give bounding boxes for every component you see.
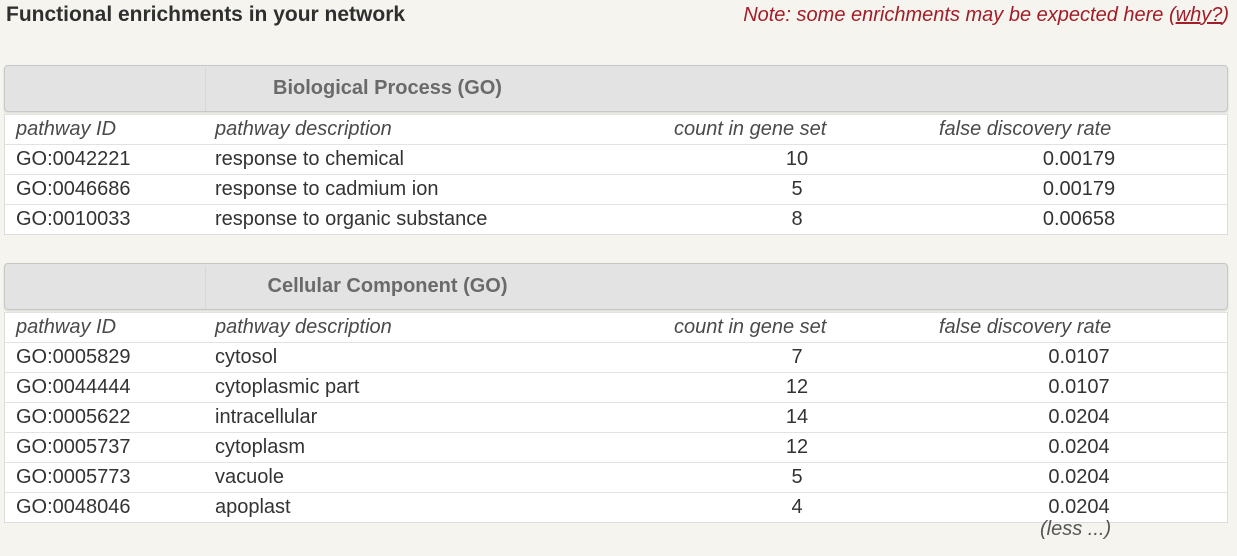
header-divider (205, 68, 206, 111)
page-title: Functional enrichments in your network (6, 3, 406, 26)
column-header-id: pathway ID (16, 118, 117, 140)
note-suffix: ) (1222, 4, 1229, 26)
column-header-description: pathway description (215, 316, 392, 338)
fdr-value: 0.00179 (1042, 178, 1116, 200)
section-header: Biological Process (GO) (4, 65, 1228, 112)
gene-count: 10 (785, 148, 809, 170)
gene-count: 8 (791, 208, 803, 230)
table-row[interactable]: GO:0005829 cytosol 7 0.0107 (5, 342, 1227, 372)
table-row[interactable]: GO:0005773 vacuole 5 0.0204 (5, 462, 1227, 492)
pathway-id[interactable]: GO:0005829 (16, 346, 131, 368)
table-row[interactable]: GO:0044444 cytoplasmic part 12 0.0107 (5, 372, 1227, 402)
section-biological-process: Biological Process (GO) pathway ID pathw… (4, 65, 1228, 235)
pathway-description: cytosol (215, 346, 278, 368)
pathway-description: apoplast (215, 496, 291, 518)
pathway-id[interactable]: GO:0005773 (16, 466, 131, 488)
column-header-fdr: false discovery rate (939, 316, 1112, 338)
gene-count: 5 (791, 178, 803, 200)
column-header-description: pathway description (215, 118, 392, 140)
pathway-id[interactable]: GO:0048046 (16, 496, 131, 518)
pathway-description: response to chemical (215, 148, 404, 170)
pathway-id[interactable]: GO:0005622 (16, 406, 131, 428)
pathway-id[interactable]: GO:0046686 (16, 178, 131, 200)
enrichment-note: Note: some enrichments may be expected h… (743, 4, 1229, 27)
table-row[interactable]: GO:0005622 intracellular 14 0.0204 (5, 402, 1227, 432)
pathway-id[interactable]: GO:0044444 (16, 376, 131, 398)
table-row[interactable]: GO:0005737 cytoplasm 12 0.0204 (5, 432, 1227, 462)
pathway-description: intracellular (215, 406, 318, 428)
section-title: Biological Process (GO) (273, 77, 502, 99)
table-header-row: pathway ID pathway description count in … (5, 114, 1227, 144)
fdr-value: 0.0107 (1048, 346, 1110, 368)
fdr-value: 0.00179 (1042, 148, 1116, 170)
section-cellular-component: Cellular Component (GO) pathway ID pathw… (4, 263, 1228, 523)
table-row[interactable]: GO:0010033 response to organic substance… (5, 204, 1227, 234)
column-header-count: count in gene set (674, 316, 827, 338)
table-header-row: pathway ID pathway description count in … (5, 312, 1227, 342)
pathway-description: response to organic substance (215, 208, 488, 230)
less-link[interactable]: (less ...) (1040, 518, 1112, 540)
fdr-value: 0.0204 (1048, 406, 1110, 428)
gene-count: 4 (791, 496, 803, 518)
section-title: Cellular Component (GO) (267, 275, 508, 297)
gene-count: 14 (785, 406, 809, 428)
why-link[interactable]: why? (1175, 4, 1223, 26)
header-divider (205, 266, 206, 309)
table-row[interactable]: GO:0046686 response to cadmium ion 5 0.0… (5, 174, 1227, 204)
fdr-value: 0.00658 (1042, 208, 1116, 230)
section-header: Cellular Component (GO) (4, 263, 1228, 310)
gene-count: 5 (791, 466, 803, 488)
fdr-value: 0.0107 (1048, 376, 1110, 398)
pathway-id[interactable]: GO:0042221 (16, 148, 131, 170)
pathway-description: response to cadmium ion (215, 178, 439, 200)
column-header-fdr: false discovery rate (939, 118, 1112, 140)
pathway-description: cytoplasmic part (215, 376, 360, 398)
enrichment-table: pathway ID pathway description count in … (4, 114, 1228, 235)
fdr-value: 0.0204 (1048, 496, 1110, 518)
table-row[interactable]: GO:0042221 response to chemical 10 0.001… (5, 144, 1227, 174)
enrichment-table: pathway ID pathway description count in … (4, 312, 1228, 523)
note-prefix: Note: some enrichments may be expected h… (743, 4, 1176, 26)
pathway-id[interactable]: GO:0010033 (16, 208, 131, 230)
pathway-description: vacuole (215, 466, 284, 488)
table-row[interactable]: GO:0048046 apoplast 4 0.0204 (5, 492, 1227, 522)
pathway-id[interactable]: GO:0005737 (16, 436, 131, 458)
gene-count: 7 (791, 346, 803, 368)
column-header-id: pathway ID (16, 316, 117, 338)
pathway-description: cytoplasm (215, 436, 306, 458)
gene-count: 12 (785, 436, 809, 458)
fdr-value: 0.0204 (1048, 436, 1110, 458)
fdr-value: 0.0204 (1048, 466, 1110, 488)
column-header-count: count in gene set (674, 118, 827, 140)
gene-count: 12 (785, 376, 809, 398)
